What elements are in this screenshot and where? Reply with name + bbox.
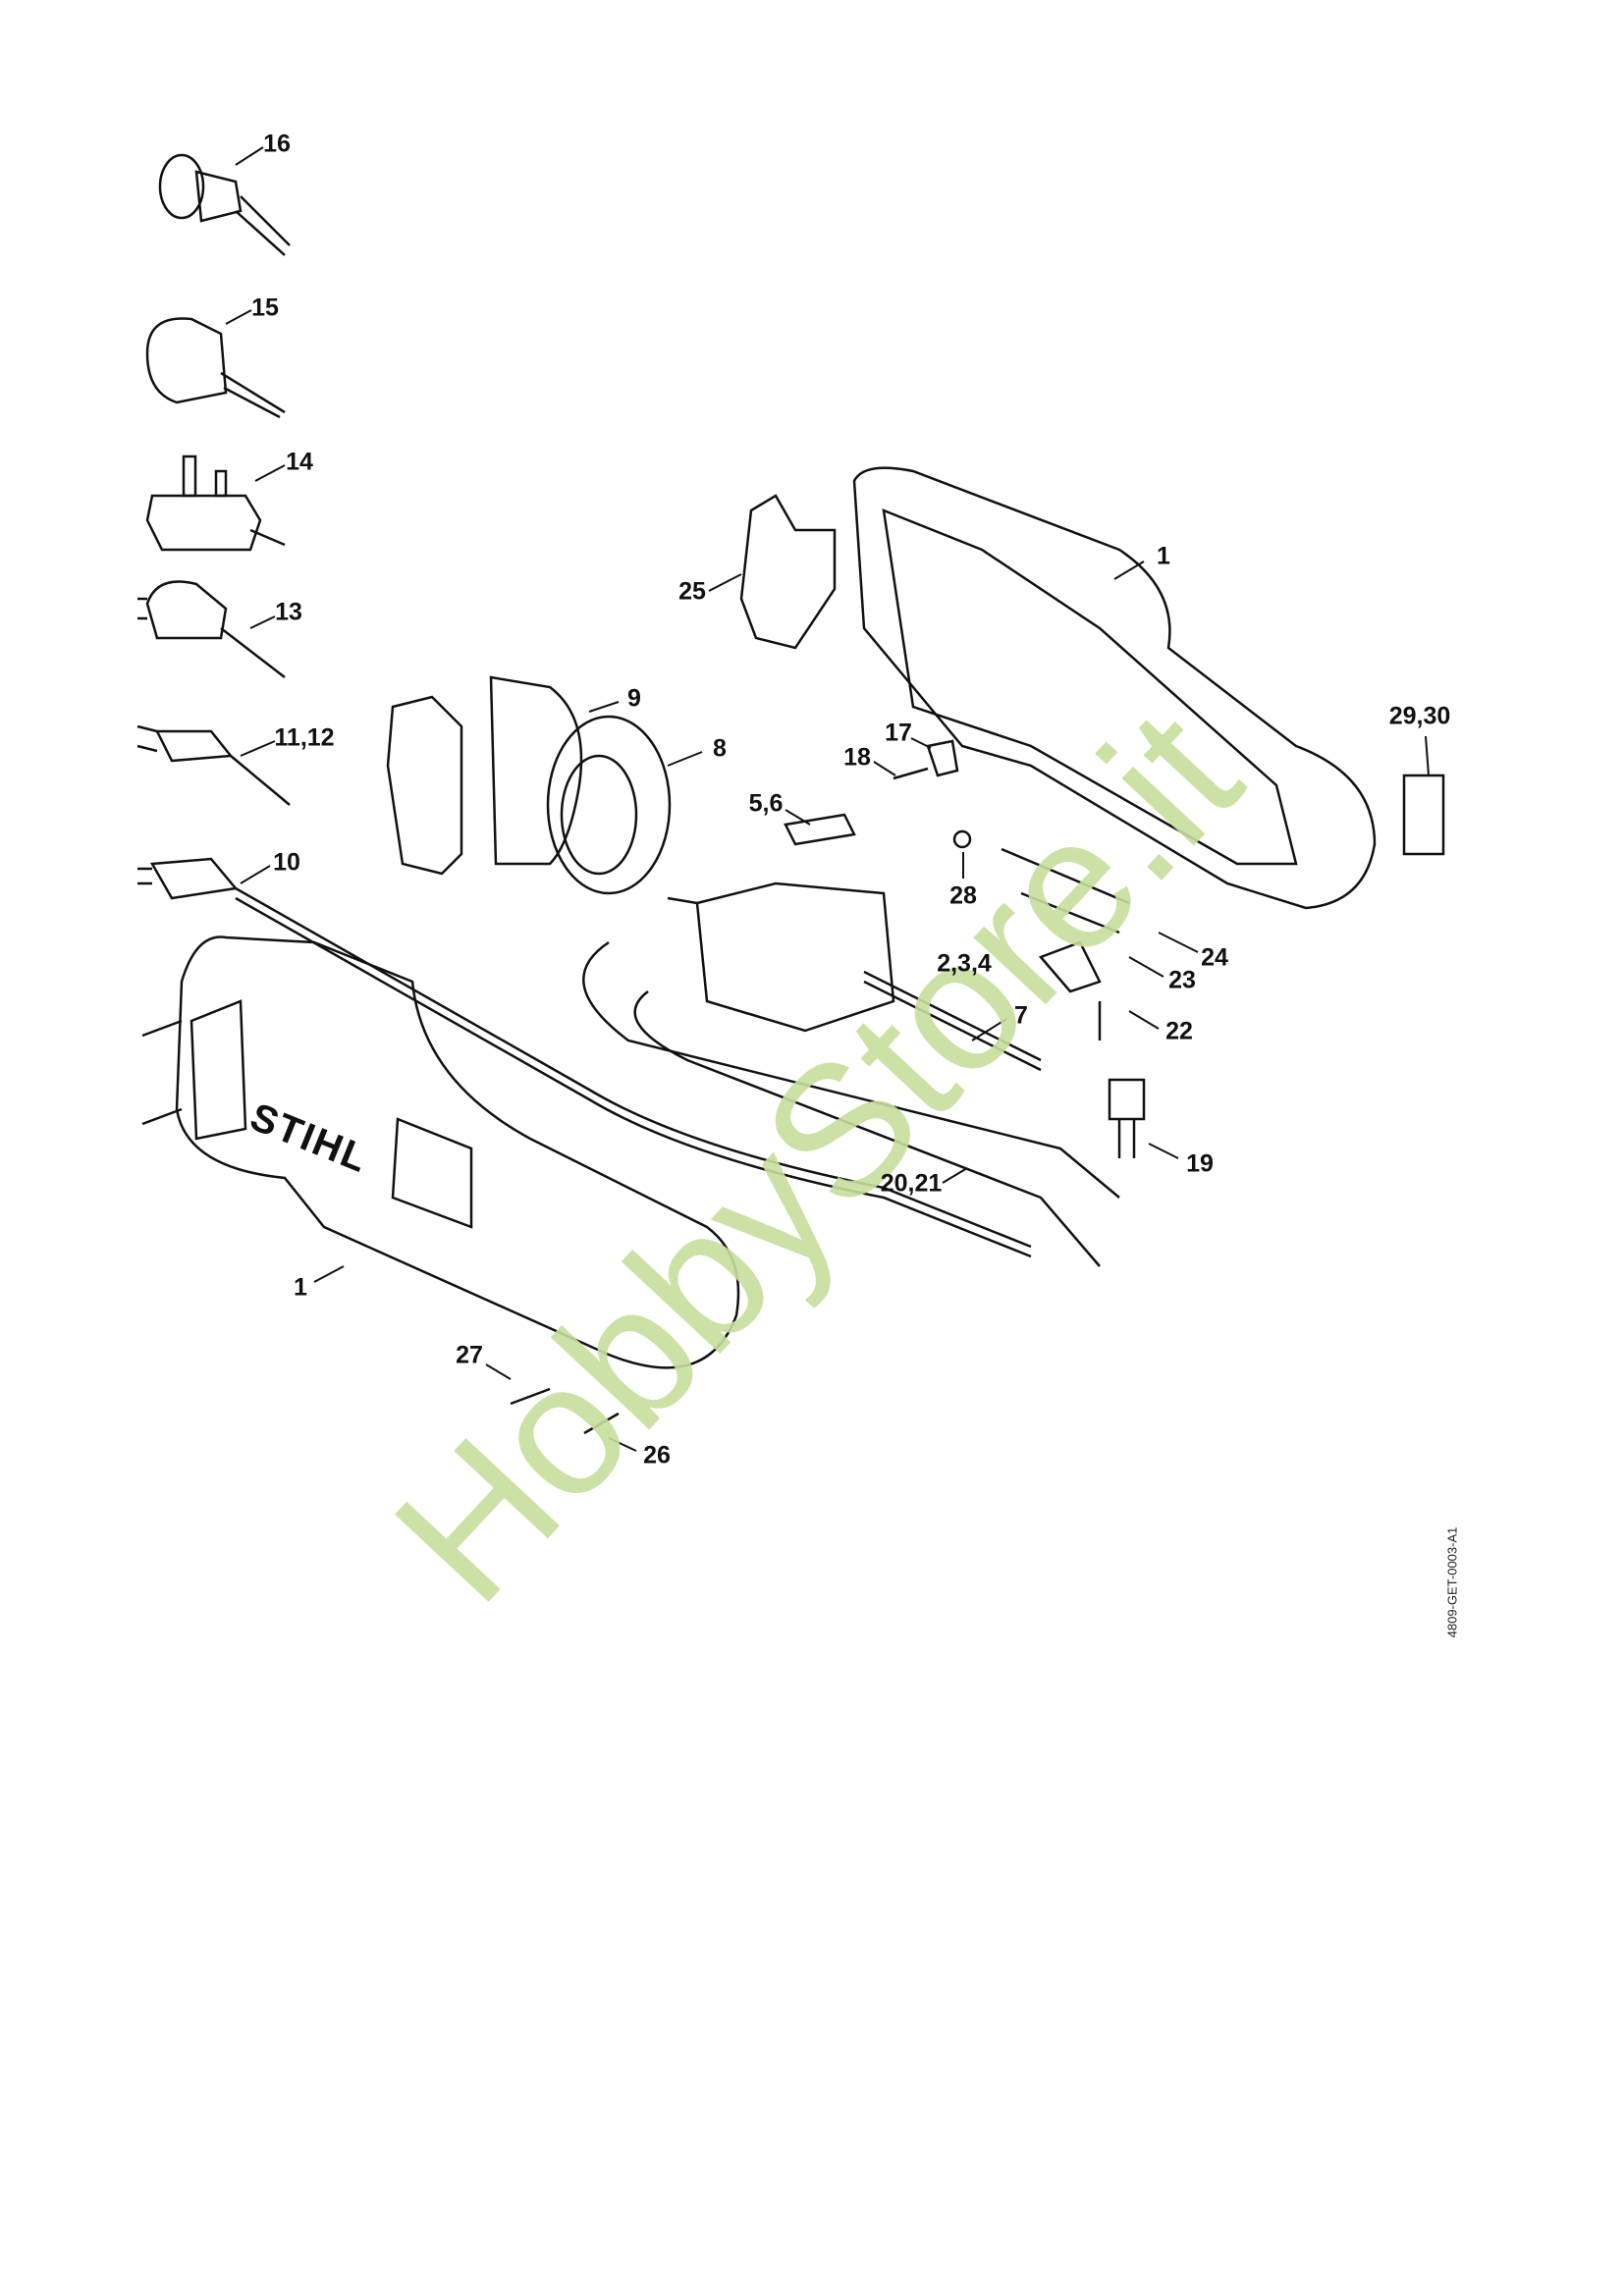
part-label-8: 8	[713, 734, 727, 763]
part-label-25: 25	[678, 577, 706, 606]
part-label-13: 13	[275, 598, 302, 626]
part-label-7: 7	[1014, 1001, 1028, 1030]
screws-26-27	[510, 1387, 620, 1435]
parts-22-23-24	[1001, 847, 1130, 1041]
part-label-18: 18	[843, 743, 871, 772]
plug-13	[137, 580, 286, 678]
fan-cover-9	[386, 675, 583, 876]
nut-28	[952, 829, 972, 849]
part-label-23: 23	[1168, 966, 1196, 994]
part-label-10: 10	[273, 848, 300, 877]
drawing-code: 4809-GET-0003-A1	[1444, 1526, 1460, 1638]
decal-29-30	[1402, 774, 1445, 856]
part-label-16: 16	[263, 130, 291, 158]
cover-25	[739, 494, 837, 650]
carbon-brush-5-6	[784, 813, 856, 846]
part-label-17: 17	[885, 719, 912, 747]
part-label-1-top: 1	[1157, 542, 1170, 570]
part-label-5-6: 5,6	[748, 789, 784, 818]
plug-10-with-cable	[137, 857, 1032, 1258]
housing-half-lower	[175, 935, 740, 1369]
part-label-1-bottom: 1	[294, 1273, 307, 1302]
plug-15	[145, 317, 286, 419]
fan-8	[546, 715, 672, 895]
part-label-26: 26	[643, 1441, 671, 1469]
part-label-28: 28	[949, 881, 977, 910]
screw-18	[893, 767, 929, 780]
part-label-24: 24	[1201, 943, 1228, 972]
part-label-27: 27	[456, 1341, 483, 1369]
part-label-9: 9	[627, 684, 641, 713]
plug-14-uk	[145, 454, 286, 552]
clamp-17	[926, 739, 959, 777]
switch-19	[1108, 1078, 1146, 1158]
part-label-15: 15	[251, 294, 279, 322]
part-label-11-12: 11,12	[274, 723, 335, 752]
cables-20-21	[582, 940, 1120, 1267]
part-label-22: 22	[1165, 1017, 1193, 1045]
plug-11-12	[136, 724, 291, 806]
screws-left	[141, 1019, 183, 1126]
part-label-2-3-4: 2,3,4	[937, 949, 992, 978]
motor-2-3-4	[667, 881, 1042, 1072]
housing-half-upper	[852, 466, 1377, 910]
leader-lines	[225, 146, 1430, 1452]
part-label-20-21: 20,21	[880, 1169, 943, 1198]
part-label-29-30: 29,30	[1388, 702, 1451, 730]
part-label-19: 19	[1186, 1149, 1214, 1178]
part-label-14: 14	[286, 448, 313, 476]
plug-16	[158, 153, 291, 256]
